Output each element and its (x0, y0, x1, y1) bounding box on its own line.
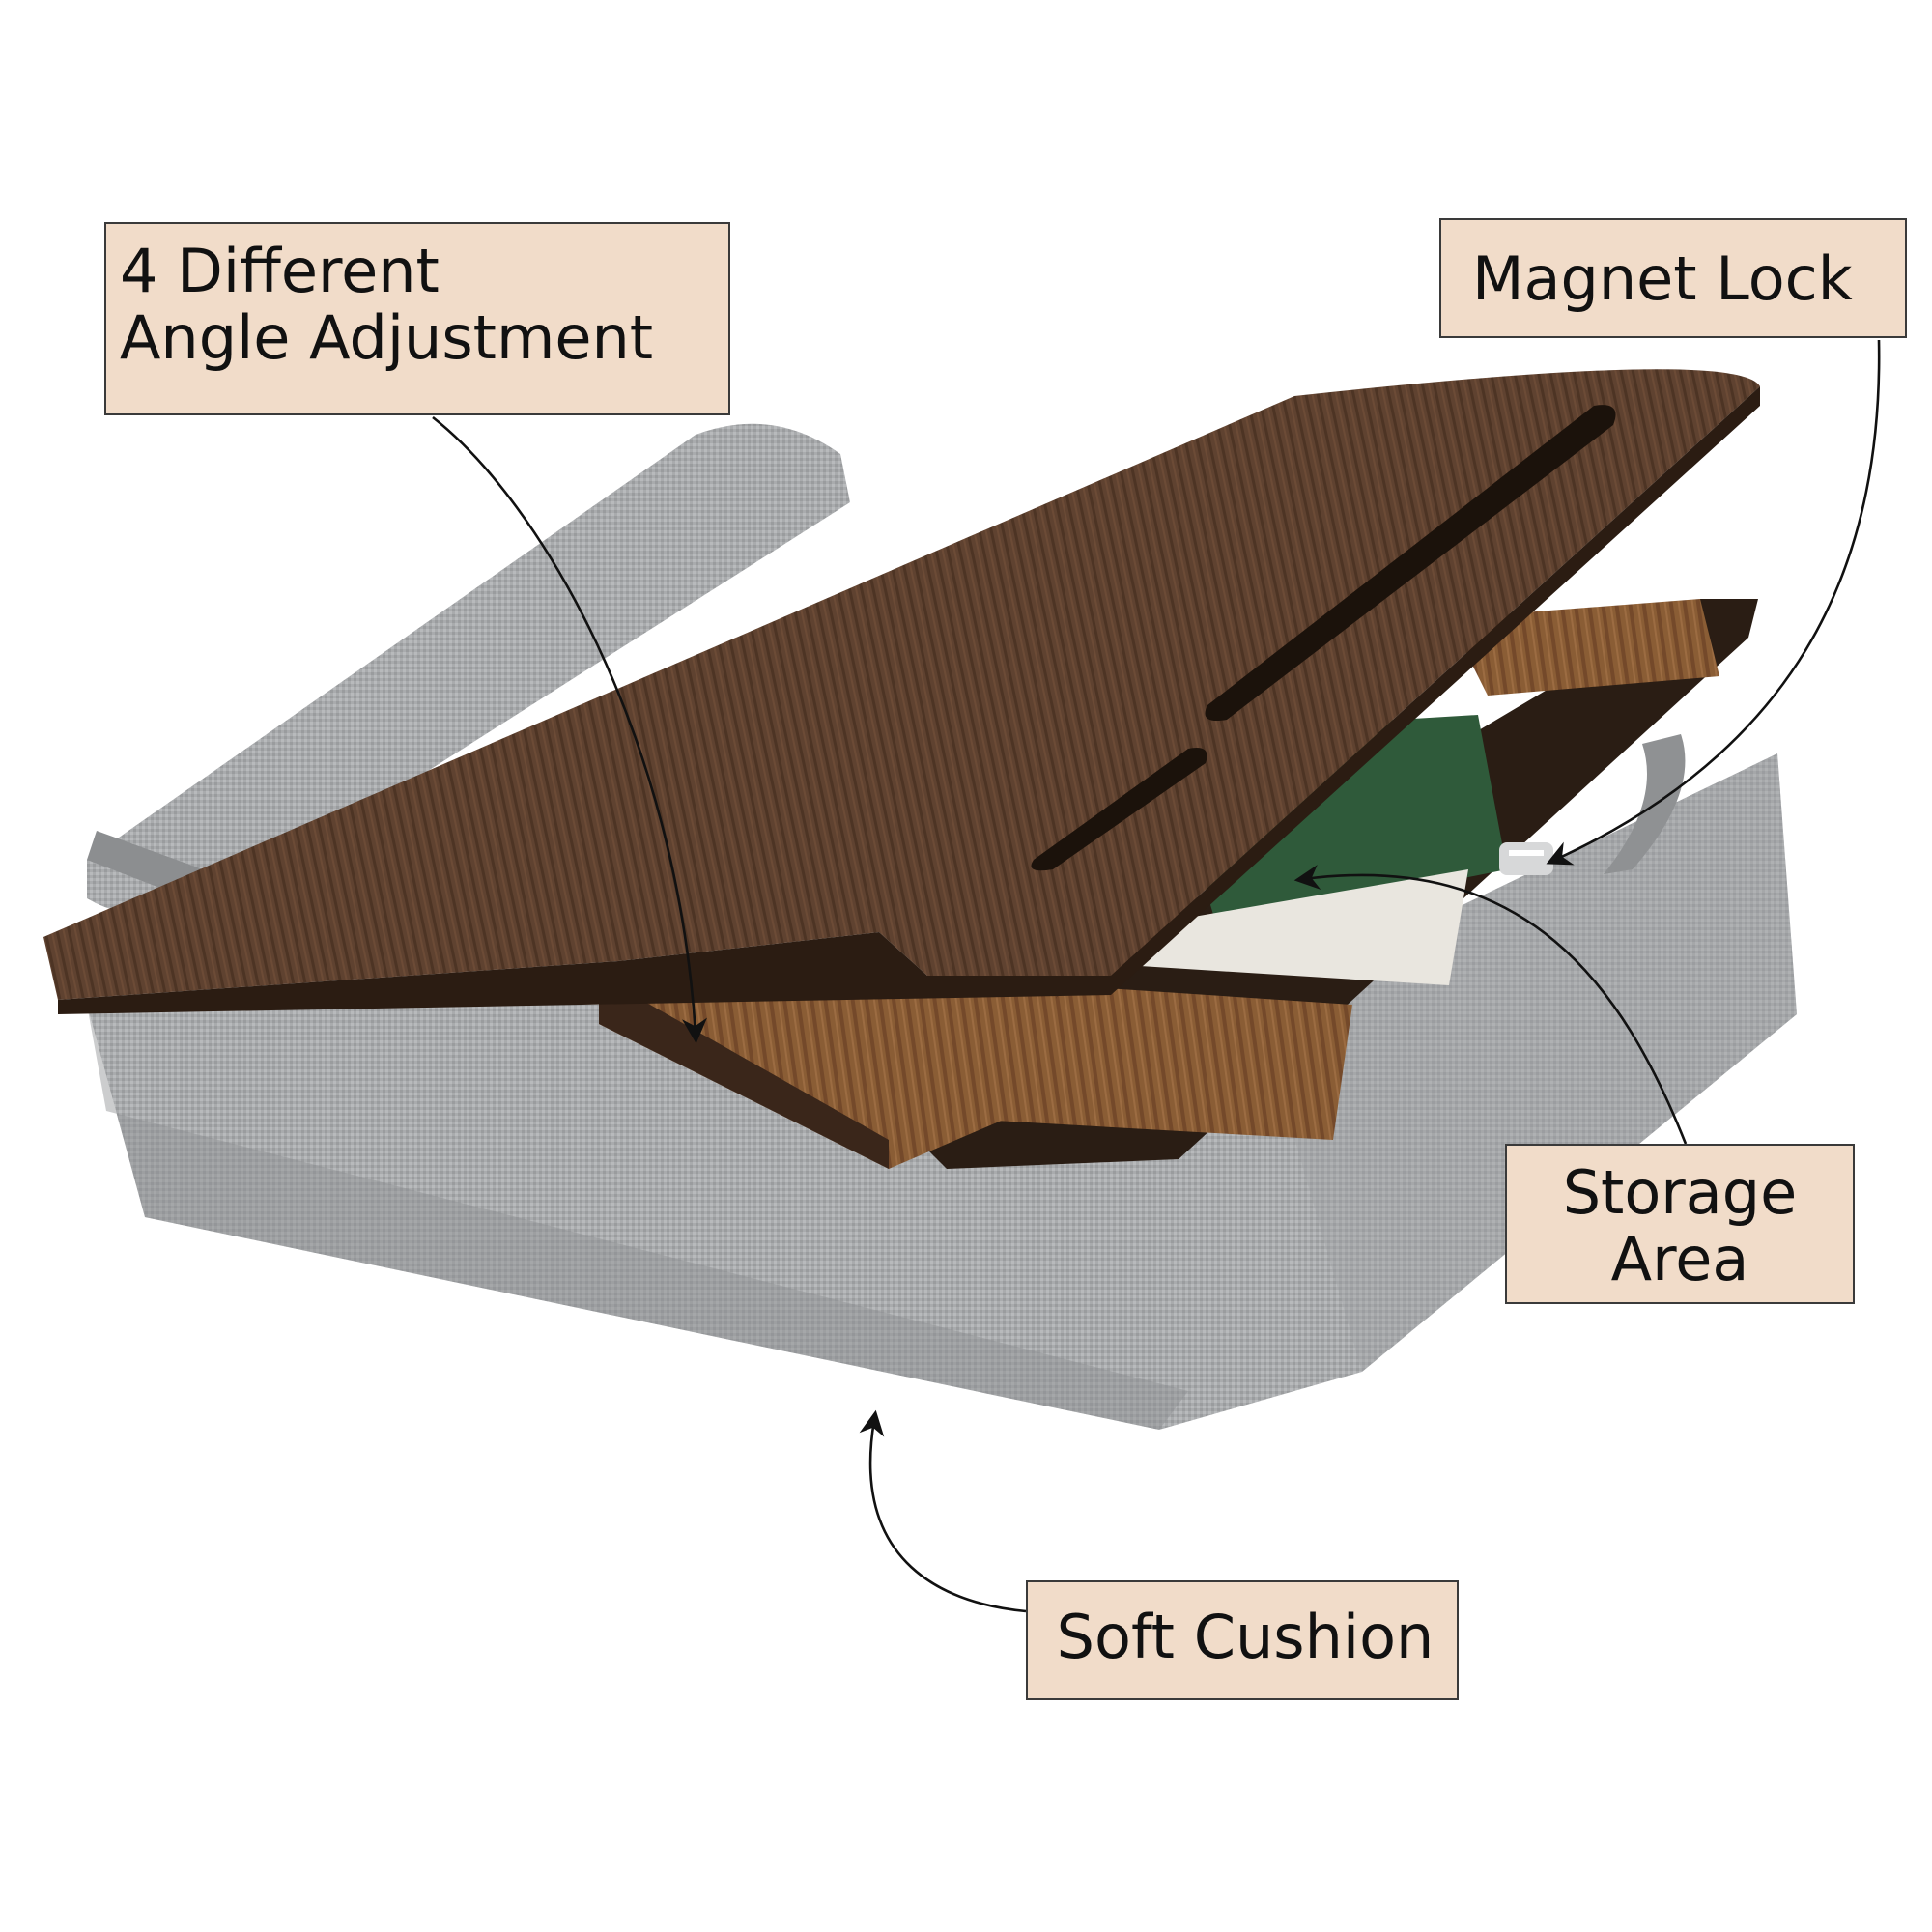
tablet-slot-upper (1205, 405, 1616, 721)
angle-adjustment-label: 4 Different Angle Adjustment (104, 222, 730, 415)
storage-callout-arrow (1293, 865, 1688, 1145)
angle-callout-arrow (432, 415, 707, 1044)
angle-support (599, 976, 1063, 1169)
side-handle (1604, 734, 1686, 874)
magnet-lock (1499, 842, 1553, 875)
magnet-callout-arrow (1546, 339, 1881, 866)
cushion-label-text: Soft Cushion (1056, 1602, 1435, 1672)
magnet-lock-label: Magnet Lock (1439, 218, 1907, 338)
magnet-label-text: Magnet Lock (1472, 243, 1853, 314)
wooden-lid (43, 369, 1760, 1014)
cushion-callout-arrow (859, 1409, 1027, 1613)
storage-label-line2: Area (1610, 1224, 1749, 1295)
callout-arrows (432, 339, 1881, 1613)
storage-label-line1: Storage (1562, 1157, 1798, 1228)
tablet-slot-lower (1031, 748, 1208, 871)
angle-label-line1: 4 Different (120, 236, 440, 306)
storage-area-label: Storage Area (1505, 1144, 1855, 1304)
angle-label-line2: Angle Adjustment (120, 302, 654, 374)
soft-cushion-label: Soft Cushion (1026, 1580, 1459, 1700)
